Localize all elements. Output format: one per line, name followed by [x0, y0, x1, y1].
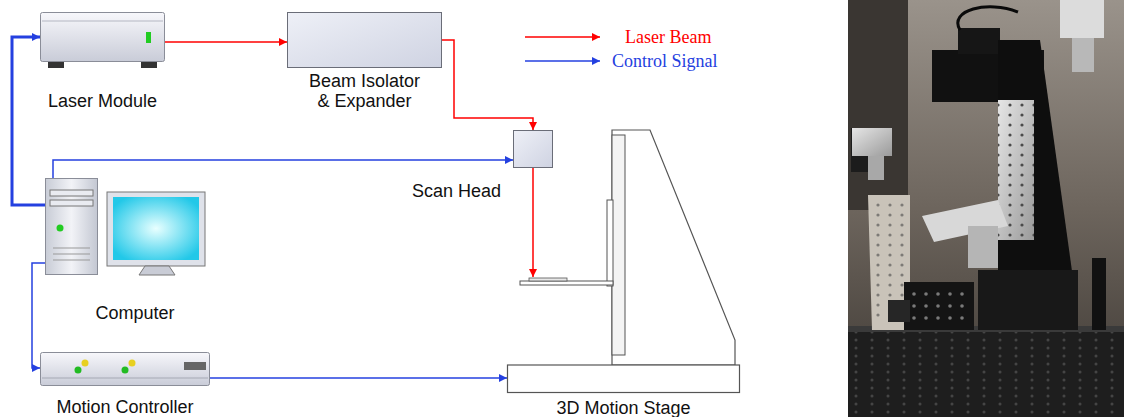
controller-edge [42, 378, 208, 379]
laser-body [41, 13, 165, 62]
controller-slot [184, 362, 206, 370]
photo-laser-head [852, 128, 892, 156]
node-label: Computer [25, 303, 245, 323]
drive-bay [50, 200, 93, 206]
laser-foot [141, 62, 157, 68]
legend-text: Laser Beam [625, 27, 711, 47]
monitor-frame [107, 192, 205, 266]
legend-text: Control Signal [612, 51, 718, 71]
laser-edge [42, 21, 163, 22]
node-label: Motion Controller [10, 397, 240, 417]
laser-module-icon [40, 12, 165, 70]
laser-led [146, 32, 151, 43]
photo-background [848, 0, 1124, 417]
status-led [75, 367, 82, 374]
sample [529, 278, 567, 281]
motion-controller-icon [40, 352, 210, 386]
photo-wall [848, 0, 908, 210]
monitor-stand [139, 266, 175, 275]
lab-photo-group [848, 0, 1124, 417]
photo-post [868, 156, 884, 180]
optical-table [848, 330, 1124, 417]
tower-vent [53, 260, 90, 261]
photo-z-stage [978, 270, 1078, 330]
photo-tower [998, 40, 1076, 300]
laser-beam-arrow [532, 168, 534, 277]
legend-sample-line [525, 60, 600, 62]
stage-tower [612, 130, 735, 365]
3d-motion-stage: 3D Motion Stage [507, 178, 740, 393]
drive-bay [50, 190, 93, 196]
scan-head: Scan Head [513, 130, 553, 168]
computer: Computer [45, 178, 205, 278]
3d-motion-stage-icon [507, 178, 740, 393]
status-led [82, 360, 89, 367]
power-led [57, 225, 64, 232]
photo-holder [968, 226, 998, 268]
legend-sample-line [525, 36, 600, 38]
photo-microscope [1072, 38, 1094, 72]
photo-knob [888, 300, 910, 322]
photo-bracket [868, 195, 910, 330]
beam-isolator-expander: Beam Isolator & Expander [287, 12, 442, 68]
laser-beam-arrow [442, 40, 533, 130]
laser-foot [48, 62, 64, 68]
node-label: 3D Motion Stage [477, 398, 770, 417]
motion-controller: Motion Controller [40, 352, 210, 386]
node-label: Laser Module [10, 91, 195, 111]
node-label: Beam Isolator & Expander [304, 71, 426, 111]
photo-microscope [1060, 0, 1104, 38]
tower-vent [53, 254, 90, 255]
laser-module: Laser Module [40, 12, 165, 70]
stage-plate [520, 281, 613, 285]
photo-cable [958, 7, 1018, 30]
photo-post [1092, 258, 1106, 330]
computer-tower [46, 179, 98, 275]
controller-body [41, 353, 210, 386]
scan-head-body [514, 131, 553, 168]
optical-table-holes [848, 330, 1124, 417]
stage-rail [612, 135, 625, 355]
isolator-body [288, 13, 442, 68]
status-led [122, 367, 129, 374]
photo-xy-stage [904, 282, 974, 330]
beam-isolator-expander-icon [287, 12, 442, 68]
control-signal-arrow [12, 37, 45, 205]
control-signal-arrow [210, 377, 507, 379]
computer-icon [45, 178, 205, 278]
node-label: Scan Head [412, 181, 501, 201]
control-signal-arrow [53, 160, 513, 178]
stage-arm [607, 200, 613, 286]
monitor-screen [113, 197, 199, 260]
photo-xy-stage-holes [908, 288, 968, 324]
scan-head-icon [513, 130, 553, 168]
tower-vent [53, 248, 90, 249]
stage-base [508, 365, 740, 393]
photo-scan-head [958, 28, 1000, 54]
laser-beam-arrow [165, 41, 287, 43]
status-led [129, 360, 136, 367]
